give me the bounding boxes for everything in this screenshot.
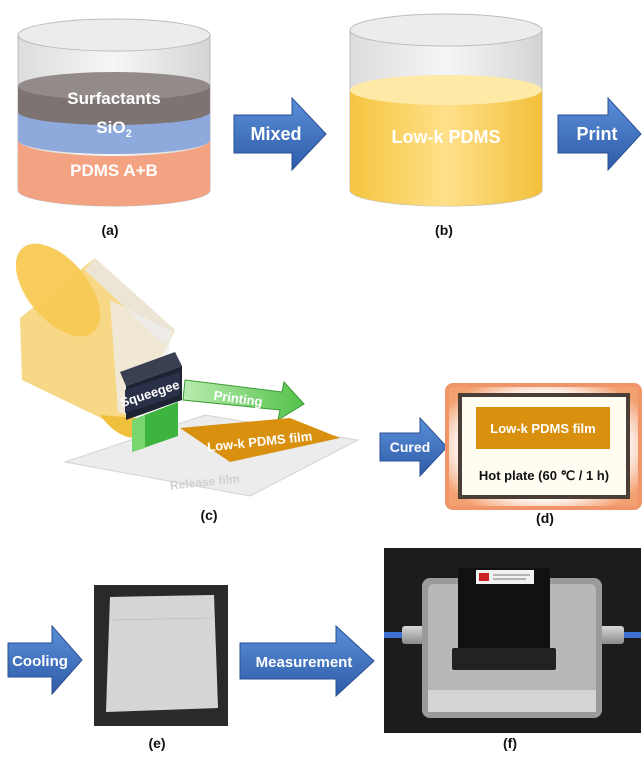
arrow-measurement: Measurement [239, 624, 375, 698]
layer-pdms-ab: PDMS A+B [70, 161, 158, 180]
panel-b-cylinder: Low-k PDMS [349, 13, 543, 207]
arrow-print-label: Print [576, 124, 617, 144]
arrow-cured: Cured [379, 416, 448, 478]
panel-a-label: (a) [101, 222, 118, 238]
arrow-mixed-label: Mixed [250, 124, 301, 144]
low-k-pdms-label: Low-k PDMS [391, 127, 500, 147]
panel-c-label: (c) [200, 507, 217, 523]
arrow-mixed: Mixed [233, 96, 327, 172]
printing-arrow: Printing [182, 379, 305, 422]
hotplate-film [476, 407, 610, 449]
panel-f-label: (f) [503, 735, 517, 751]
svg-text:SiO2: SiO2 [96, 118, 131, 140]
printing-label: Printing [213, 388, 264, 410]
panel-e-photo [94, 585, 228, 726]
layer-sio2-subscript: 2 [126, 128, 132, 140]
fixture-block [458, 568, 550, 668]
tilted-cup [15, 243, 175, 439]
arrow-measurement-label: Measurement [256, 654, 353, 671]
arrow-cooling-label: Cooling [12, 653, 68, 670]
layer-surfactants: Surfactants [67, 89, 161, 108]
connector-left [402, 626, 426, 644]
panel-a-cylinder: Surfactants SiO2 PDMS A+B [17, 18, 211, 207]
hotplate-label: Hot plate (60 ℃ / 1 h) [479, 468, 609, 483]
arrow-cured-label: Cured [390, 439, 430, 455]
hotplate-film-label: Low-k PDMS film [490, 421, 595, 436]
panel-d-hotplate: Low-k PDMS film Hot plate (60 ℃ / 1 h) [445, 383, 642, 510]
fixture-sticker [476, 570, 534, 584]
arrow-print: Print [557, 96, 642, 172]
layer-sio2: SiO [96, 118, 125, 137]
arrow-cooling: Cooling [7, 624, 83, 696]
panel-d-label: (d) [536, 510, 554, 526]
panel-c-printing: Squeegee Printing Low-k PDMS film Releas… [15, 243, 360, 497]
pdms-film [180, 418, 340, 462]
panel-e-label: (e) [148, 735, 165, 751]
panel-b-label: (b) [435, 222, 453, 238]
connector-right [598, 626, 624, 644]
panel-f-photo [384, 548, 641, 733]
